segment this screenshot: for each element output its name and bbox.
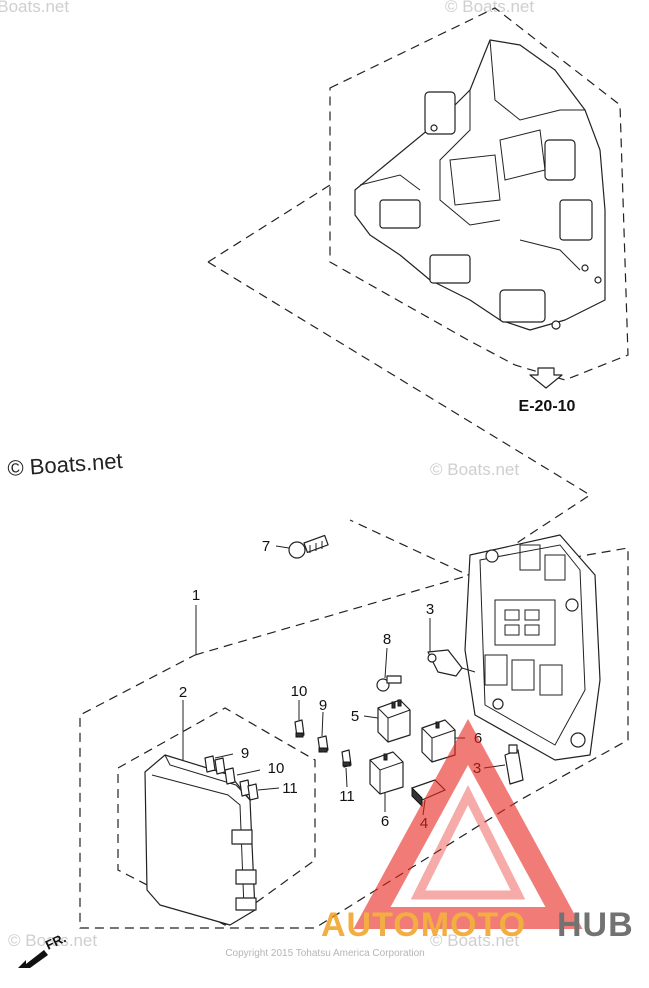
fuse-9-free [317, 735, 329, 753]
fuse-group-on-cover [204, 755, 259, 801]
callout-8[interactable]: 8 [383, 631, 391, 648]
fuse-relay-box [464, 534, 601, 761]
callout-6-lower[interactable]: 6 [381, 813, 389, 830]
upper-bracket-group: E-20-10 [329, 7, 629, 415]
brand-text-hub: HUB [557, 906, 634, 944]
mounting-bracket [354, 39, 606, 331]
lower-dashed-boundary-1 [79, 547, 629, 929]
watermark-mid-right: © Boats.net [430, 460, 519, 479]
callout-2[interactable]: 2 [179, 684, 187, 701]
watermark-top: © Boats.net [445, 0, 534, 16]
reference-arrow-icon [529, 367, 563, 389]
relay-5 [377, 699, 411, 743]
lower-dashed-boundary-2 [117, 707, 316, 926]
front-arrow-icon [18, 950, 48, 968]
cover [144, 754, 257, 926]
callout-10-free[interactable]: 10 [291, 683, 308, 700]
callout-5[interactable]: 5 [351, 708, 359, 725]
callout-11-free[interactable]: 11 [339, 788, 355, 805]
reference-label-e-20-10[interactable]: E-20-10 [519, 398, 576, 415]
callout-3-upper[interactable]: 3 [426, 601, 434, 618]
callout-10-cover[interactable]: 10 [268, 760, 285, 777]
sensor-connector-lower [504, 744, 524, 785]
callout-11-cover[interactable]: 11 [282, 780, 298, 797]
callout-7[interactable]: 7 [262, 538, 270, 555]
callout-9-cover[interactable]: 9 [241, 745, 249, 762]
bolt [288, 534, 329, 559]
upper-dashed-boundary [329, 7, 629, 381]
sensor-connector-upper [427, 649, 476, 677]
watermark-main: © Boats.net [7, 448, 124, 481]
watermark-bottom-left: © Boats.net [8, 931, 97, 950]
watermark-left-edge: © Boats.net [0, 0, 69, 16]
watermark-bottom-right: © Boats.net [430, 931, 519, 950]
brand-triangle-icon [353, 719, 583, 929]
callout-1[interactable]: 1 [192, 587, 200, 604]
small-bolt [376, 675, 402, 692]
callout-9-free[interactable]: 9 [319, 697, 327, 714]
relay-6-lower [369, 751, 404, 795]
copyright-notice: Copyright 2015 Tohatsu America Corporati… [225, 948, 424, 959]
brand-text-automoto: AUTOMOTO [321, 906, 526, 944]
brand-logo: AUTOMOTO HUB [321, 719, 634, 944]
connector-dashed-line-left [207, 184, 331, 263]
fuse-11-free [341, 749, 352, 768]
fuse-10-free [294, 719, 305, 738]
